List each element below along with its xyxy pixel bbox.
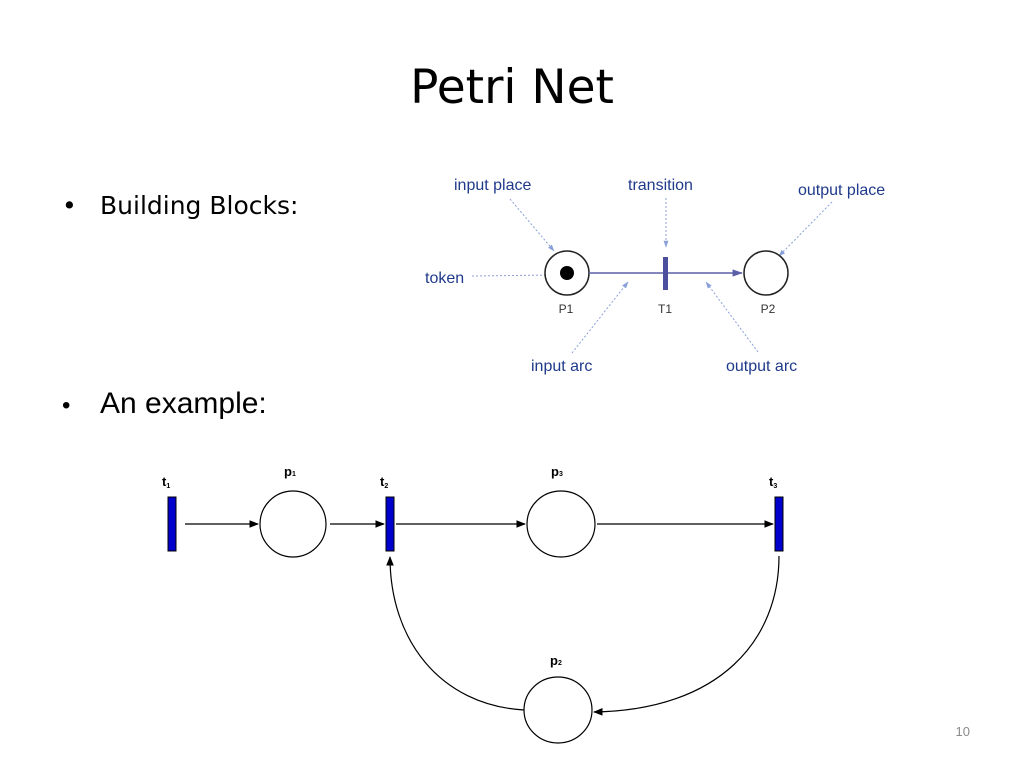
token-dot [560,266,574,280]
input-arc-pointer [571,281,629,354]
p1-label: p1 [284,464,296,479]
bullet-building-blocks: • Building Blocks: [62,191,298,220]
bullet-text: Building Blocks: [100,191,299,220]
bullet-example: • An example: [62,387,267,421]
input-place-pointer [509,198,555,252]
p2-label: P2 [761,302,776,316]
input-arc-annotation: input arc [531,358,592,375]
output-arc-pointer [705,281,759,353]
slide-title: Petri Net [410,60,614,115]
output-place-annotation: output place [798,182,885,199]
bullet-text: An example: [100,387,267,420]
token-pointer [471,272,557,278]
t2-label: t2 [380,474,388,490]
t1-label: T1 [658,302,672,316]
transition-t3 [774,496,784,552]
p2-label: p2 [550,653,562,668]
transition-bar [663,257,668,290]
example-petri-net: t1 t2 t3 p1 p3 p2 [162,464,784,744]
building-blocks-diagram: input place transition output place toke… [425,177,885,375]
input-place-annotation: input place [454,177,531,194]
p3-label: p3 [551,464,563,479]
place-p3 [526,490,596,558]
page-number: 10 [955,724,970,739]
transition-annotation: transition [628,177,693,194]
transition-t1 [167,496,177,552]
t3-label: t3 [769,474,777,490]
transition-t2 [385,496,395,552]
token-annotation: token [425,270,464,287]
p1-label: P1 [559,302,574,316]
place-p1 [259,490,327,558]
output-arc-annotation: output arc [726,358,797,375]
output-place-circle [743,250,789,296]
place-p2 [523,676,593,744]
output-place-pointer [778,201,833,257]
t1-label: t1 [162,474,170,490]
bullet-marker: • [62,191,77,220]
bullet-marker: • [62,392,71,419]
arc-t3-p2 [593,555,780,716]
arc-p2-t2 [386,556,525,711]
